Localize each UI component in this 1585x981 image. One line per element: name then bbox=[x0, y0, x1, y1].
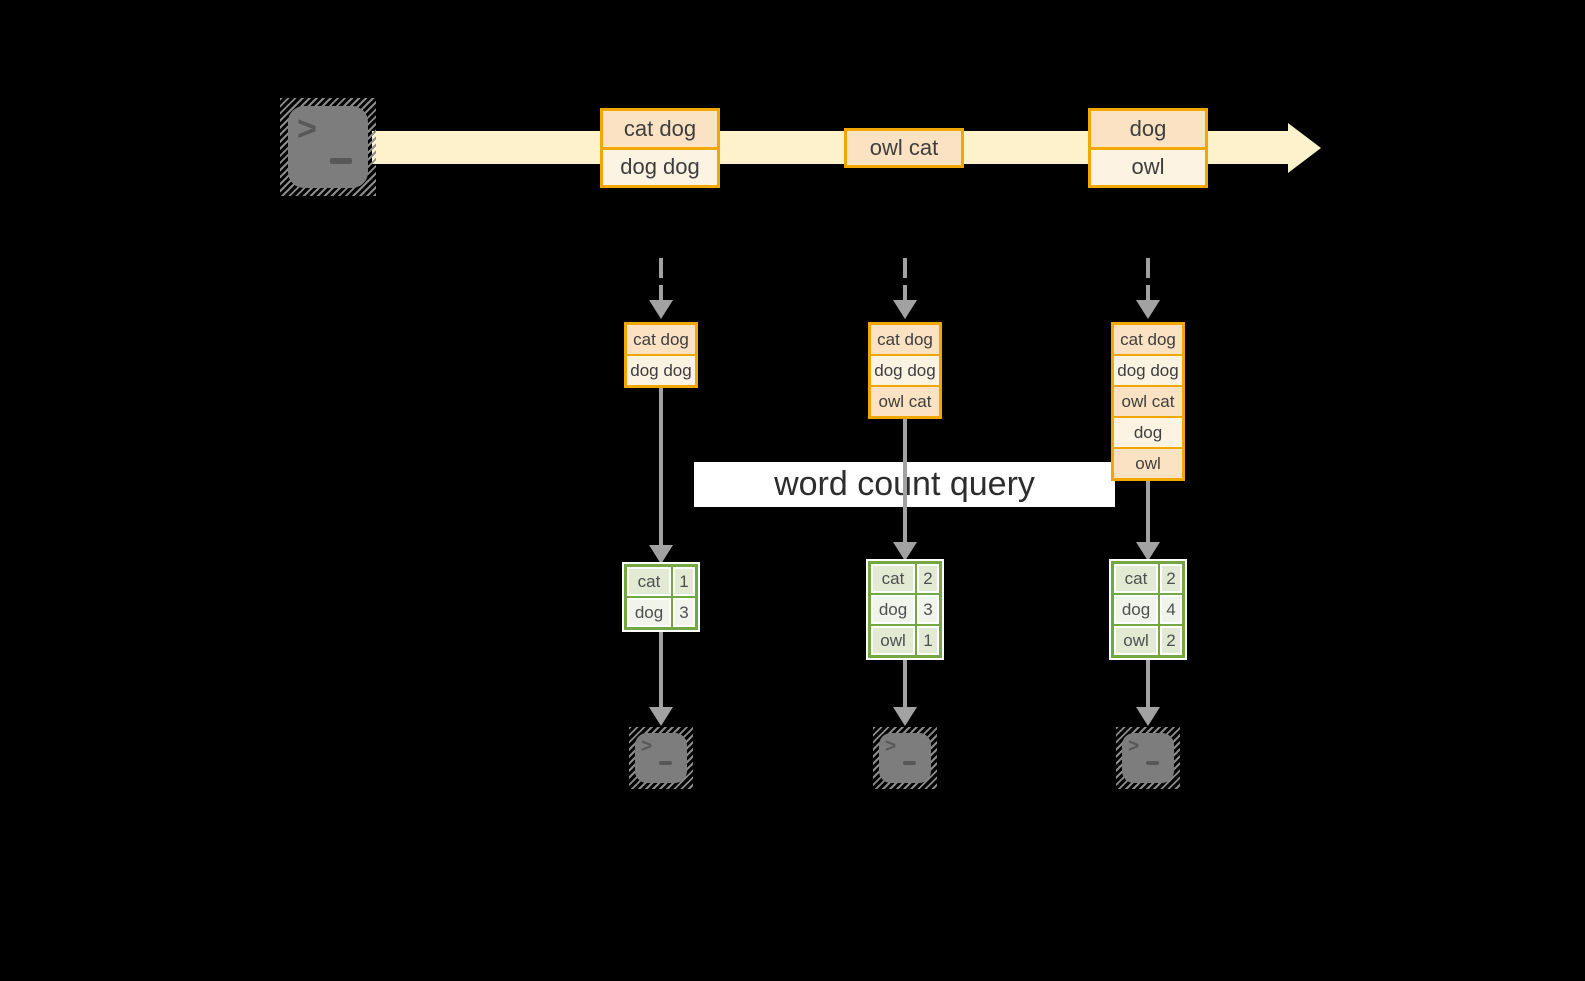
buffer-line: cat dog bbox=[1114, 325, 1182, 354]
batch-buffer-box: cat dog dog dog bbox=[624, 322, 698, 388]
count-cell: 1 bbox=[671, 567, 695, 596]
buffer-line: dog bbox=[1114, 416, 1182, 447]
terminal-prompt-icon: > bbox=[641, 736, 653, 757]
table-row: owl 2 bbox=[1114, 624, 1182, 655]
stream-event-line: owl bbox=[1091, 146, 1205, 185]
output-arrow-head-icon bbox=[649, 707, 673, 726]
query-arrow-head-icon bbox=[893, 542, 917, 561]
buffer-line: cat dog bbox=[627, 325, 695, 354]
word-cell: cat bbox=[627, 567, 671, 596]
buffer-line: owl cat bbox=[1114, 385, 1182, 416]
table-row: dog 3 bbox=[627, 596, 695, 627]
buffer-line: cat dog bbox=[871, 325, 939, 354]
output-arrow-line bbox=[1146, 658, 1150, 707]
query-arrow-head-icon bbox=[649, 545, 673, 564]
count-cell: 4 bbox=[1158, 595, 1182, 624]
query-arrow-line bbox=[659, 388, 663, 545]
stream-event-line: dog dog bbox=[603, 146, 717, 185]
terminal-cursor-icon bbox=[1146, 761, 1159, 765]
count-cell: 3 bbox=[671, 598, 695, 627]
word-cell: owl bbox=[1114, 626, 1158, 655]
output-arrow-head-icon bbox=[893, 707, 917, 726]
stream-event-box: cat dog dog dog bbox=[600, 108, 720, 188]
batch-arrow-dashed-line bbox=[903, 258, 907, 300]
terminal-cursor-icon bbox=[330, 158, 352, 164]
terminal-cursor-icon bbox=[903, 761, 916, 765]
count-cell: 1 bbox=[915, 626, 939, 655]
stream-event-line: cat dog bbox=[603, 111, 717, 147]
query-arrow-head-icon bbox=[1136, 542, 1160, 561]
output-arrow-line bbox=[903, 658, 907, 707]
table-row: dog 4 bbox=[1114, 593, 1182, 624]
batch-arrow-head-icon bbox=[1136, 300, 1160, 319]
stream-event-box: dog owl bbox=[1088, 108, 1208, 188]
query-arrow-line bbox=[903, 419, 907, 542]
batch-arrow-head-icon bbox=[649, 300, 673, 319]
word-count-table: cat 2 dog 3 owl 1 bbox=[868, 561, 942, 658]
count-cell: 2 bbox=[1158, 626, 1182, 655]
batch-buffer-box: cat dog dog dog owl cat dog owl bbox=[1111, 322, 1185, 481]
output-arrow-head-icon bbox=[1136, 707, 1160, 726]
stream-event-box: owl cat bbox=[844, 128, 964, 168]
batch-arrow-dashed-line bbox=[1146, 258, 1150, 300]
word-cell: dog bbox=[627, 598, 671, 627]
stream-event-line: owl cat bbox=[847, 131, 961, 165]
buffer-line: dog dog bbox=[871, 354, 939, 385]
count-cell: 2 bbox=[1158, 564, 1182, 593]
word-cell: dog bbox=[871, 595, 915, 624]
buffer-line: dog dog bbox=[1114, 354, 1182, 385]
terminal-cursor-icon bbox=[659, 761, 672, 765]
sink-terminal-icon: > bbox=[873, 727, 937, 789]
word-count-table: cat 1 dog 3 bbox=[624, 564, 698, 630]
table-row: cat 2 bbox=[871, 564, 939, 593]
sink-terminal-icon: > bbox=[1116, 727, 1180, 789]
stream-event-line: dog bbox=[1091, 111, 1205, 147]
count-cell: 2 bbox=[915, 564, 939, 593]
word-cell: cat bbox=[871, 564, 915, 593]
table-row: cat 1 bbox=[627, 567, 695, 596]
source-terminal-icon: > bbox=[280, 98, 376, 196]
terminal-prompt-icon: > bbox=[885, 736, 897, 757]
output-arrow-line bbox=[659, 630, 663, 707]
count-cell: 3 bbox=[915, 595, 939, 624]
word-cell: dog bbox=[1114, 595, 1158, 624]
buffer-line: dog dog bbox=[627, 354, 695, 385]
sink-terminal-icon: > bbox=[629, 727, 693, 789]
table-row: dog 3 bbox=[871, 593, 939, 624]
table-row: owl 1 bbox=[871, 624, 939, 655]
stream-arrow-head-icon bbox=[1288, 123, 1321, 173]
terminal-prompt-icon: > bbox=[1128, 736, 1140, 757]
word-cell: owl bbox=[871, 626, 915, 655]
batch-arrow-dashed-line bbox=[659, 258, 663, 300]
word-count-table: cat 2 dog 4 owl 2 bbox=[1111, 561, 1185, 658]
batch-buffer-box: cat dog dog dog owl cat bbox=[868, 322, 942, 419]
buffer-line: owl bbox=[1114, 447, 1182, 478]
query-arrow-line bbox=[1146, 481, 1150, 542]
table-row: cat 2 bbox=[1114, 564, 1182, 593]
terminal-prompt-icon: > bbox=[297, 110, 317, 148]
batch-arrow-head-icon bbox=[893, 300, 917, 319]
buffer-line: owl cat bbox=[871, 385, 939, 416]
word-cell: cat bbox=[1114, 564, 1158, 593]
